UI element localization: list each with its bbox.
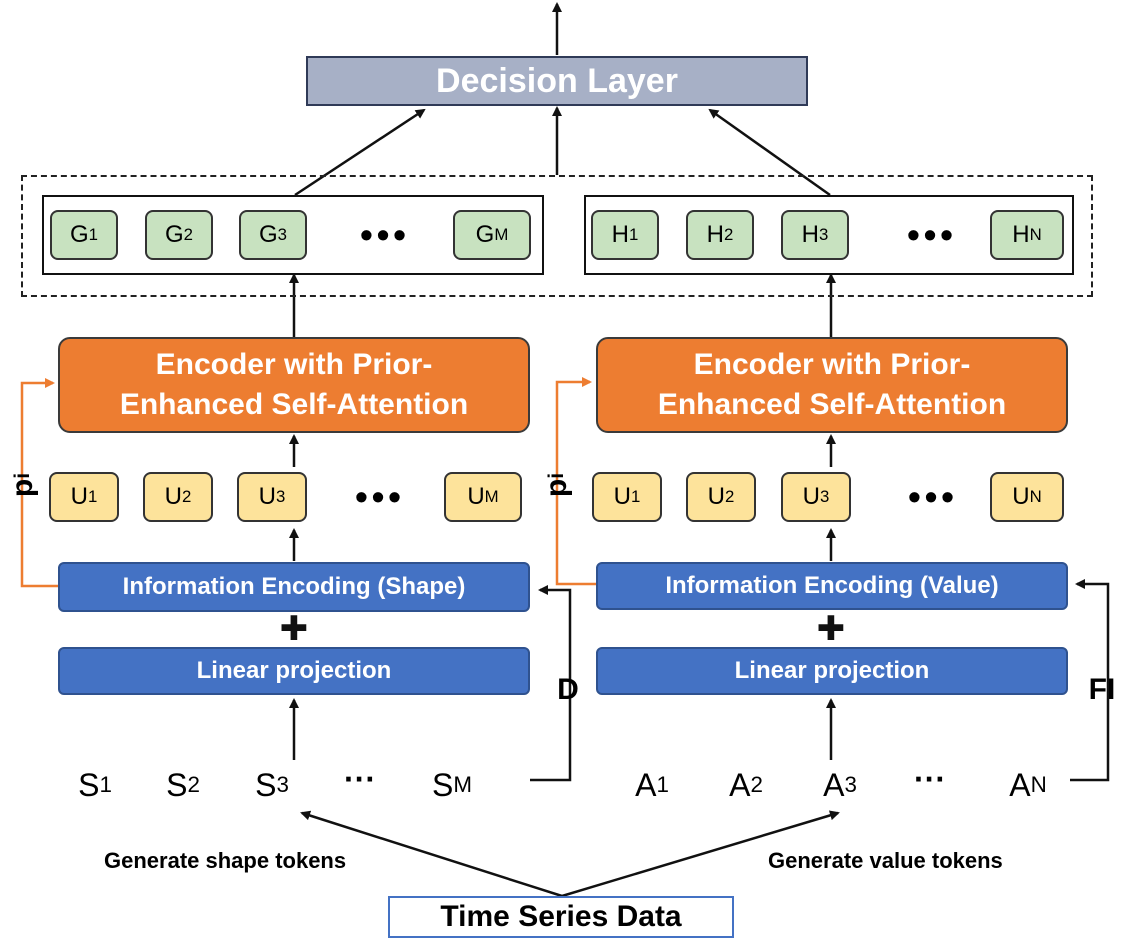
linear-projection-value: Linear projection bbox=[596, 647, 1068, 695]
h-ellipsis: ••• bbox=[907, 214, 957, 255]
time-series-data-box: Time Series Data bbox=[388, 896, 734, 938]
info-encoding-value: Information Encoding (Value) bbox=[596, 562, 1068, 610]
linear-projection-shape: Linear projection bbox=[58, 647, 530, 695]
label-d: D bbox=[557, 673, 579, 706]
label-fi: FI bbox=[1088, 673, 1116, 706]
caption-value-tokens: Generate value tokens bbox=[768, 848, 1003, 873]
decision-layer: Decision Layer bbox=[306, 56, 808, 106]
encoder-value: Encoder with Prior- Enhanced Self-Attent… bbox=[596, 337, 1068, 433]
embedding-container bbox=[21, 175, 1093, 297]
info-encoding-shape: Information Encoding (Shape) bbox=[58, 562, 530, 612]
plus-icon: ✚ bbox=[279, 610, 309, 648]
u-ellipsis-right: ••• bbox=[908, 476, 958, 517]
g-ellipsis: ••• bbox=[360, 214, 410, 255]
value-ellipsis: ··· bbox=[914, 760, 946, 797]
shape-ellipsis: ··· bbox=[344, 760, 376, 797]
caption-shape-tokens: Generate shape tokens bbox=[104, 848, 347, 873]
u-ellipsis-left: ••• bbox=[355, 476, 405, 517]
plus-icon: ✚ bbox=[816, 610, 846, 648]
encoder-shape: Encoder with Prior- Enhanced Self-Attent… bbox=[58, 337, 530, 433]
decision-layer-label: Decision Layer bbox=[436, 61, 678, 100]
